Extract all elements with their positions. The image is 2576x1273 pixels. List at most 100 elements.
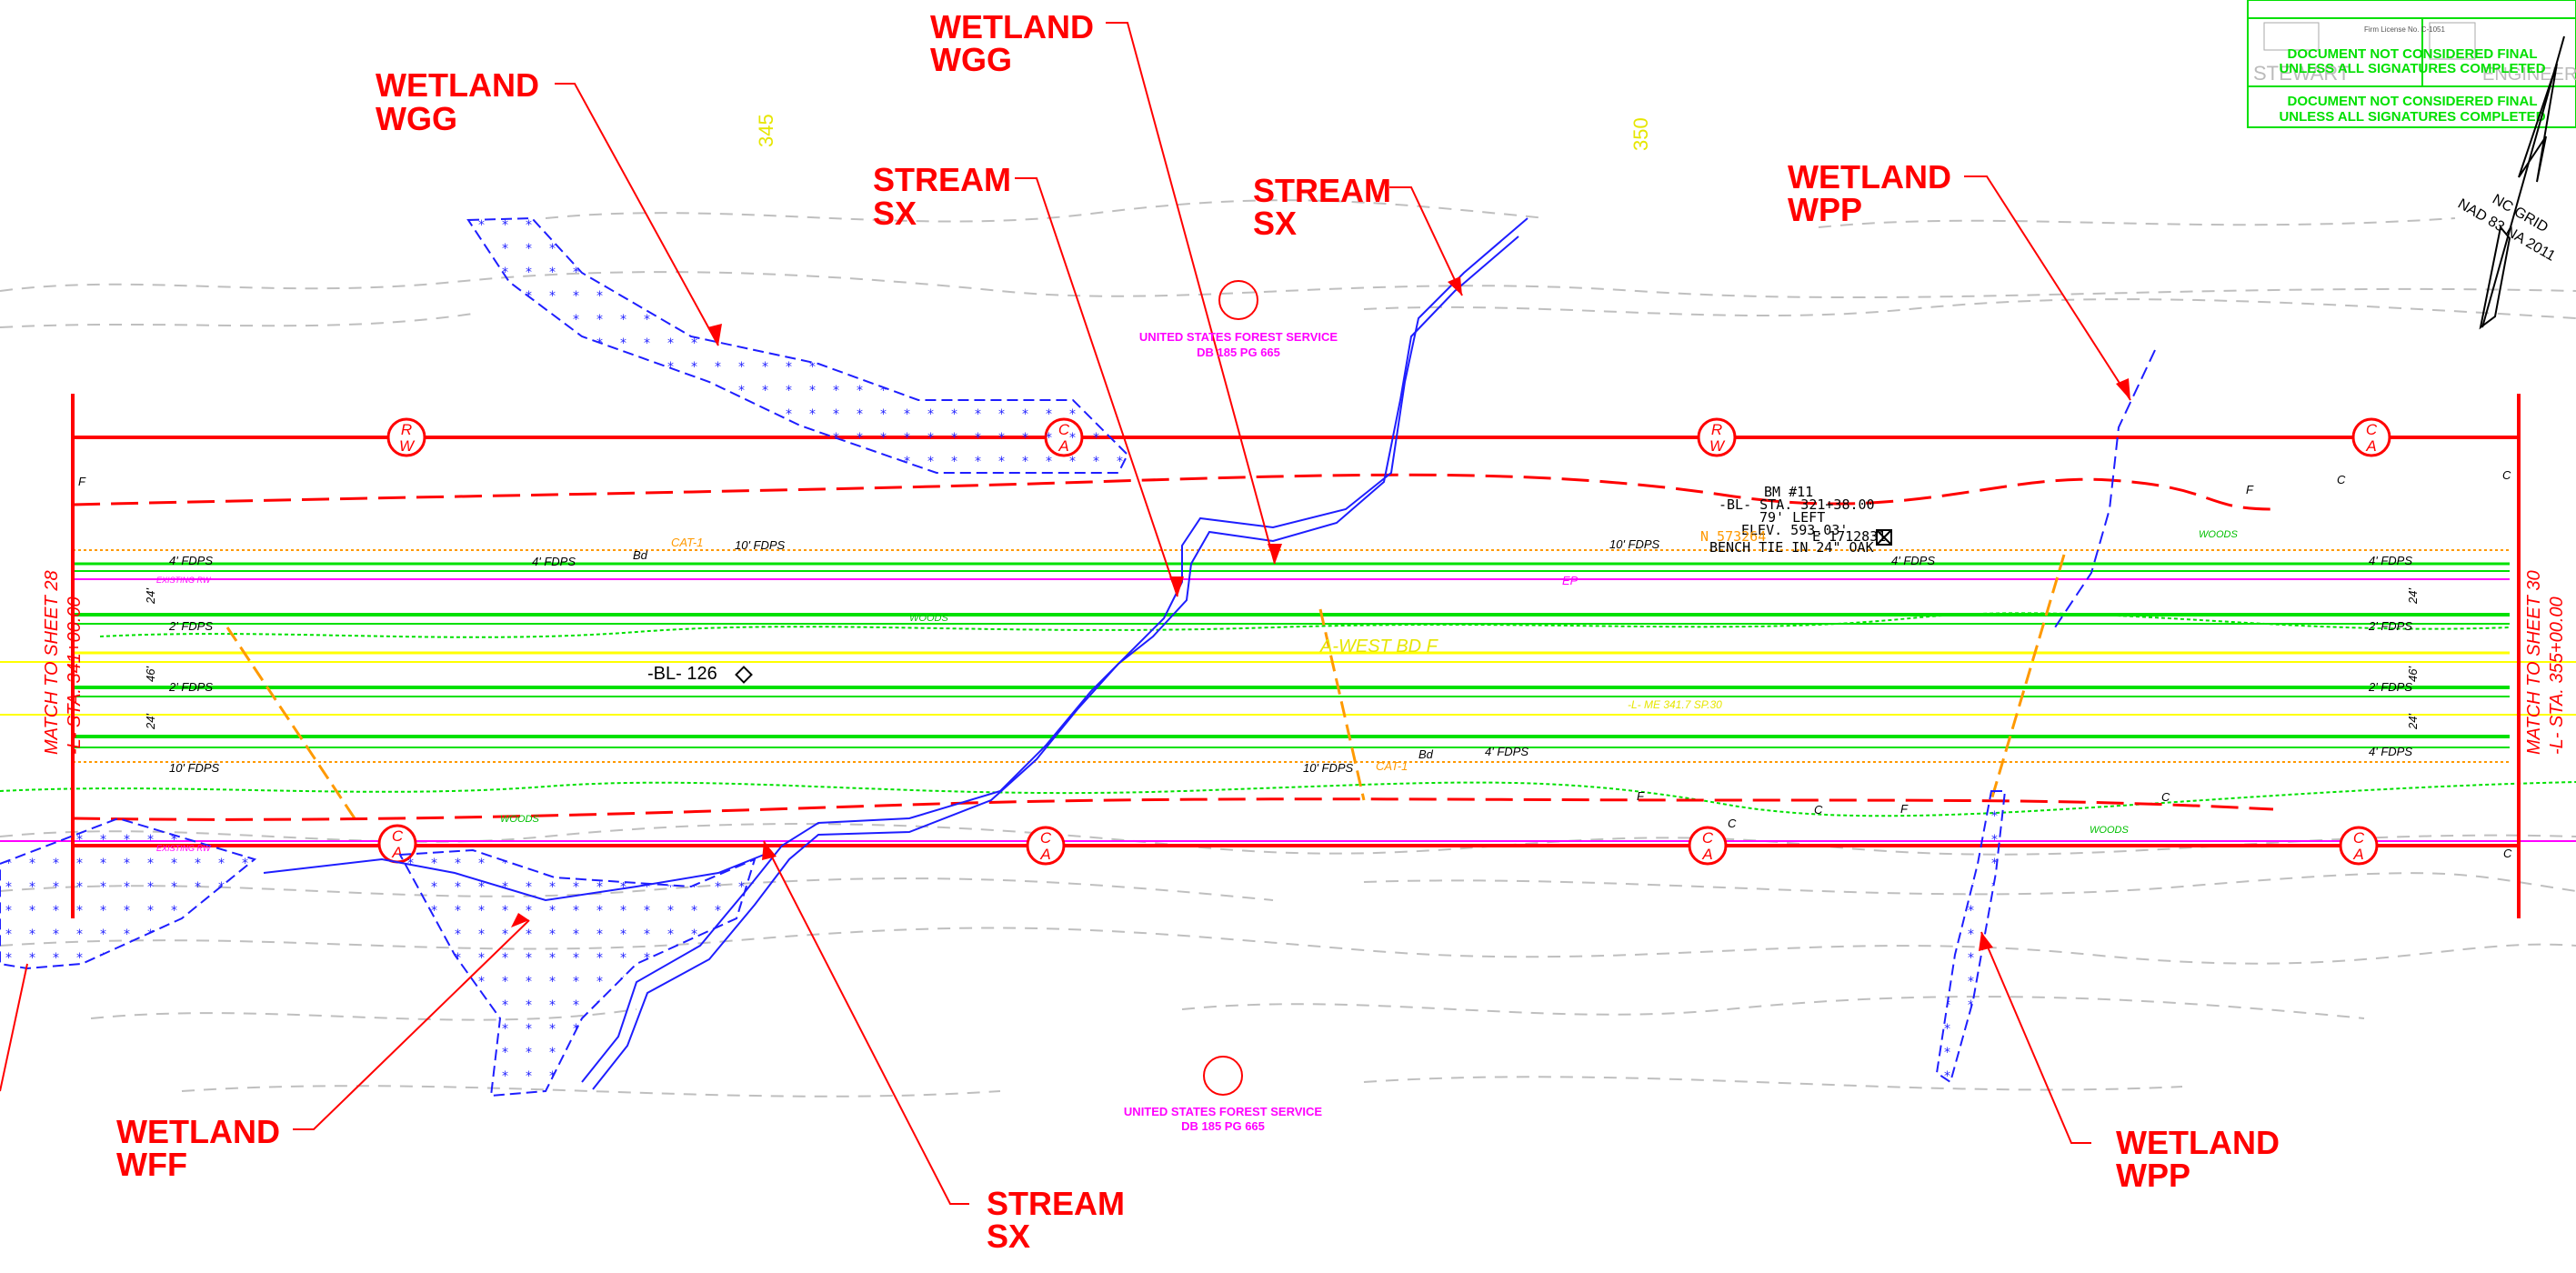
match-line-right: MATCH TO SHEET 30 -L- STA. 355+00.00: [2524, 570, 2567, 755]
svg-text:10' FDPS: 10' FDPS: [735, 538, 786, 552]
svg-text:C: C: [2366, 421, 2378, 438]
svg-text:2' FDPS: 2' FDPS: [2368, 619, 2412, 633]
callout-wetland-wgg-2: WETLAND WGG: [930, 8, 1094, 78]
svg-text:24': 24': [2406, 714, 2420, 730]
svg-text:ELEV. 593.03': ELEV. 593.03': [1741, 522, 1848, 538]
svg-text:WETLAND: WETLAND: [930, 8, 1094, 45]
svg-text:4' FDPS: 4' FDPS: [2369, 745, 2412, 758]
svg-text:C: C: [1702, 829, 1714, 847]
svg-text:F: F: [2246, 483, 2254, 496]
ca-symbol: C A: [2339, 826, 2379, 866]
station-345-label: 345: [755, 114, 777, 147]
svg-text:C: C: [2503, 847, 2512, 860]
svg-text:WETLAND: WETLAND: [376, 66, 539, 104]
svg-text:F: F: [78, 475, 86, 488]
baseline-label: -BL- 126: [647, 664, 753, 684]
station-350-label: 350: [1629, 117, 1652, 151]
property-owner-top: UNITED STATES FOREST SERVICE DB 185 PG 6…: [1139, 280, 1338, 359]
topographic-contours: [0, 199, 2576, 1098]
svg-text:CAT-1: CAT-1: [671, 536, 703, 549]
svg-text:SX: SX: [1253, 205, 1297, 242]
svg-text:Firm License No. C-1051: Firm License No. C-1051: [2364, 25, 2445, 34]
svg-text:F: F: [1637, 789, 1645, 803]
svg-text:A: A: [1701, 846, 1712, 863]
callout-wetland-wff: WETLAND WFF: [116, 1113, 280, 1183]
svg-text:WOODS: WOODS: [500, 814, 539, 825]
callout-stream-sx-3: STREAM SX: [987, 1185, 1125, 1255]
callout-wetland-wpp-1: WETLAND WPP: [1788, 158, 1951, 228]
svg-text:-L- STA. 355+00.00: -L- STA. 355+00.00: [2547, 596, 2567, 755]
svg-text:24': 24': [2406, 588, 2420, 605]
title-block: STEWART ENGINEERS Firm License No. C-105…: [2247, 0, 2576, 128]
svg-text:SX: SX: [987, 1218, 1030, 1255]
wetland-wgg-area: [466, 216, 1129, 474]
svg-text:A: A: [1039, 846, 1050, 863]
ca-symbol: C A: [1688, 826, 1728, 866]
callout-arrowheads: [511, 276, 2130, 951]
svg-text:C: C: [1040, 829, 1052, 847]
svg-text:UNLESS ALL SIGNATURES COMPLETE: UNLESS ALL SIGNATURES COMPLETED: [2279, 61, 2545, 76]
svg-text:STREAM: STREAM: [987, 1185, 1125, 1222]
svg-text:WPP: WPP: [2116, 1157, 2190, 1194]
callout-wetland-wgg-1: WETLAND WGG: [376, 66, 539, 137]
svg-text:DB 185 PG 665: DB 185 PG 665: [1197, 346, 1280, 359]
svg-text:C: C: [2337, 473, 2346, 486]
svg-text:WGG: WGG: [930, 41, 1012, 78]
svg-text:N 573264: N 573264: [1700, 528, 1766, 545]
svg-text:A-WEST BD F: A-WEST BD F: [1319, 636, 1439, 657]
svg-text:2' FDPS: 2' FDPS: [2368, 680, 2412, 694]
svg-text:C: C: [1814, 803, 1823, 817]
svg-text:C: C: [2161, 790, 2170, 804]
svg-text:SX: SX: [873, 195, 917, 232]
svg-text:UNITED STATES FOREST SERVICE: UNITED STATES FOREST SERVICE: [1124, 1105, 1322, 1118]
svg-text:-BL- 126: -BL- 126: [647, 664, 717, 684]
svg-text:F: F: [1900, 802, 1909, 816]
callout-stream-sx-2: STREAM SX: [1253, 172, 1391, 242]
svg-text:10' FDPS: 10' FDPS: [1303, 761, 1354, 775]
svg-text:24': 24': [144, 714, 157, 730]
svg-text:W: W: [1709, 437, 1726, 455]
svg-text:WOODS: WOODS: [909, 613, 948, 624]
svg-text:-BL- STA. 321+38.00: -BL- STA. 321+38.00: [1719, 496, 1875, 513]
svg-text:2' FDPS: 2' FDPS: [168, 619, 213, 633]
svg-text:WOODS: WOODS: [2090, 825, 2129, 836]
callout-leaders: [0, 22, 2131, 1205]
svg-text:79' LEFT: 79' LEFT: [1759, 509, 1825, 526]
svg-text:10' FDPS: 10' FDPS: [169, 761, 220, 775]
svg-text:-L- STA. 341+00.00: -L- STA. 341+00.00: [65, 596, 85, 755]
dimension-labels: 4' FDPS 4' FDPS 10' FDPS 10' FDPS 4' FDP…: [78, 468, 2512, 860]
svg-text:C: C: [392, 827, 404, 845]
svg-text:4' FDPS: 4' FDPS: [532, 555, 576, 568]
svg-text:STREAM: STREAM: [1253, 172, 1391, 209]
svg-text:E 1712831: E 1712831: [1812, 528, 1886, 545]
ca-symbol: C A: [1026, 826, 1066, 866]
svg-text:BENCH TIE IN 24" OAK: BENCH TIE IN 24" OAK: [1709, 539, 1874, 556]
svg-text:WPP: WPP: [1788, 191, 1862, 228]
svg-text:A: A: [2352, 846, 2363, 863]
svg-text:EXISTING RW: EXISTING RW: [156, 844, 212, 853]
svg-text:-L- ME 341.7 SP.30: -L- ME 341.7 SP.30: [1628, 698, 1722, 711]
svg-text:A: A: [391, 844, 402, 861]
wetland-wff-area: [0, 817, 257, 970]
svg-text:MATCH TO SHEET 28: MATCH TO SHEET 28: [42, 570, 62, 755]
svg-text:UNITED STATES FOREST SERVICE: UNITED STATES FOREST SERVICE: [1139, 330, 1338, 344]
svg-text:DB 185 PG 665: DB 185 PG 665: [1181, 1119, 1265, 1133]
svg-text:R: R: [1711, 421, 1722, 438]
row-symbol: R W: [1697, 417, 1737, 457]
svg-text:2' FDPS: 2' FDPS: [168, 680, 213, 694]
svg-text:4' FDPS: 4' FDPS: [2369, 554, 2412, 567]
svg-text:C: C: [1728, 817, 1737, 830]
svg-text:DOCUMENT NOT CONSIDERED FINAL: DOCUMENT NOT CONSIDERED FINAL: [2288, 94, 2538, 109]
svg-text:WOODS: WOODS: [2199, 529, 2238, 540]
wetland-wpp-area: [1935, 790, 2007, 1084]
svg-text:WFF: WFF: [116, 1146, 187, 1183]
svg-text:46': 46': [144, 667, 157, 682]
wetland-wff-area: [398, 848, 757, 1098]
roadway-corridor: [0, 549, 2576, 842]
svg-text:WGG: WGG: [376, 100, 457, 137]
svg-text:WETLAND: WETLAND: [2116, 1124, 2280, 1161]
stream-sx: [263, 217, 1529, 1090]
row-symbol: R W: [386, 417, 426, 457]
svg-text:WETLAND: WETLAND: [116, 1113, 280, 1150]
